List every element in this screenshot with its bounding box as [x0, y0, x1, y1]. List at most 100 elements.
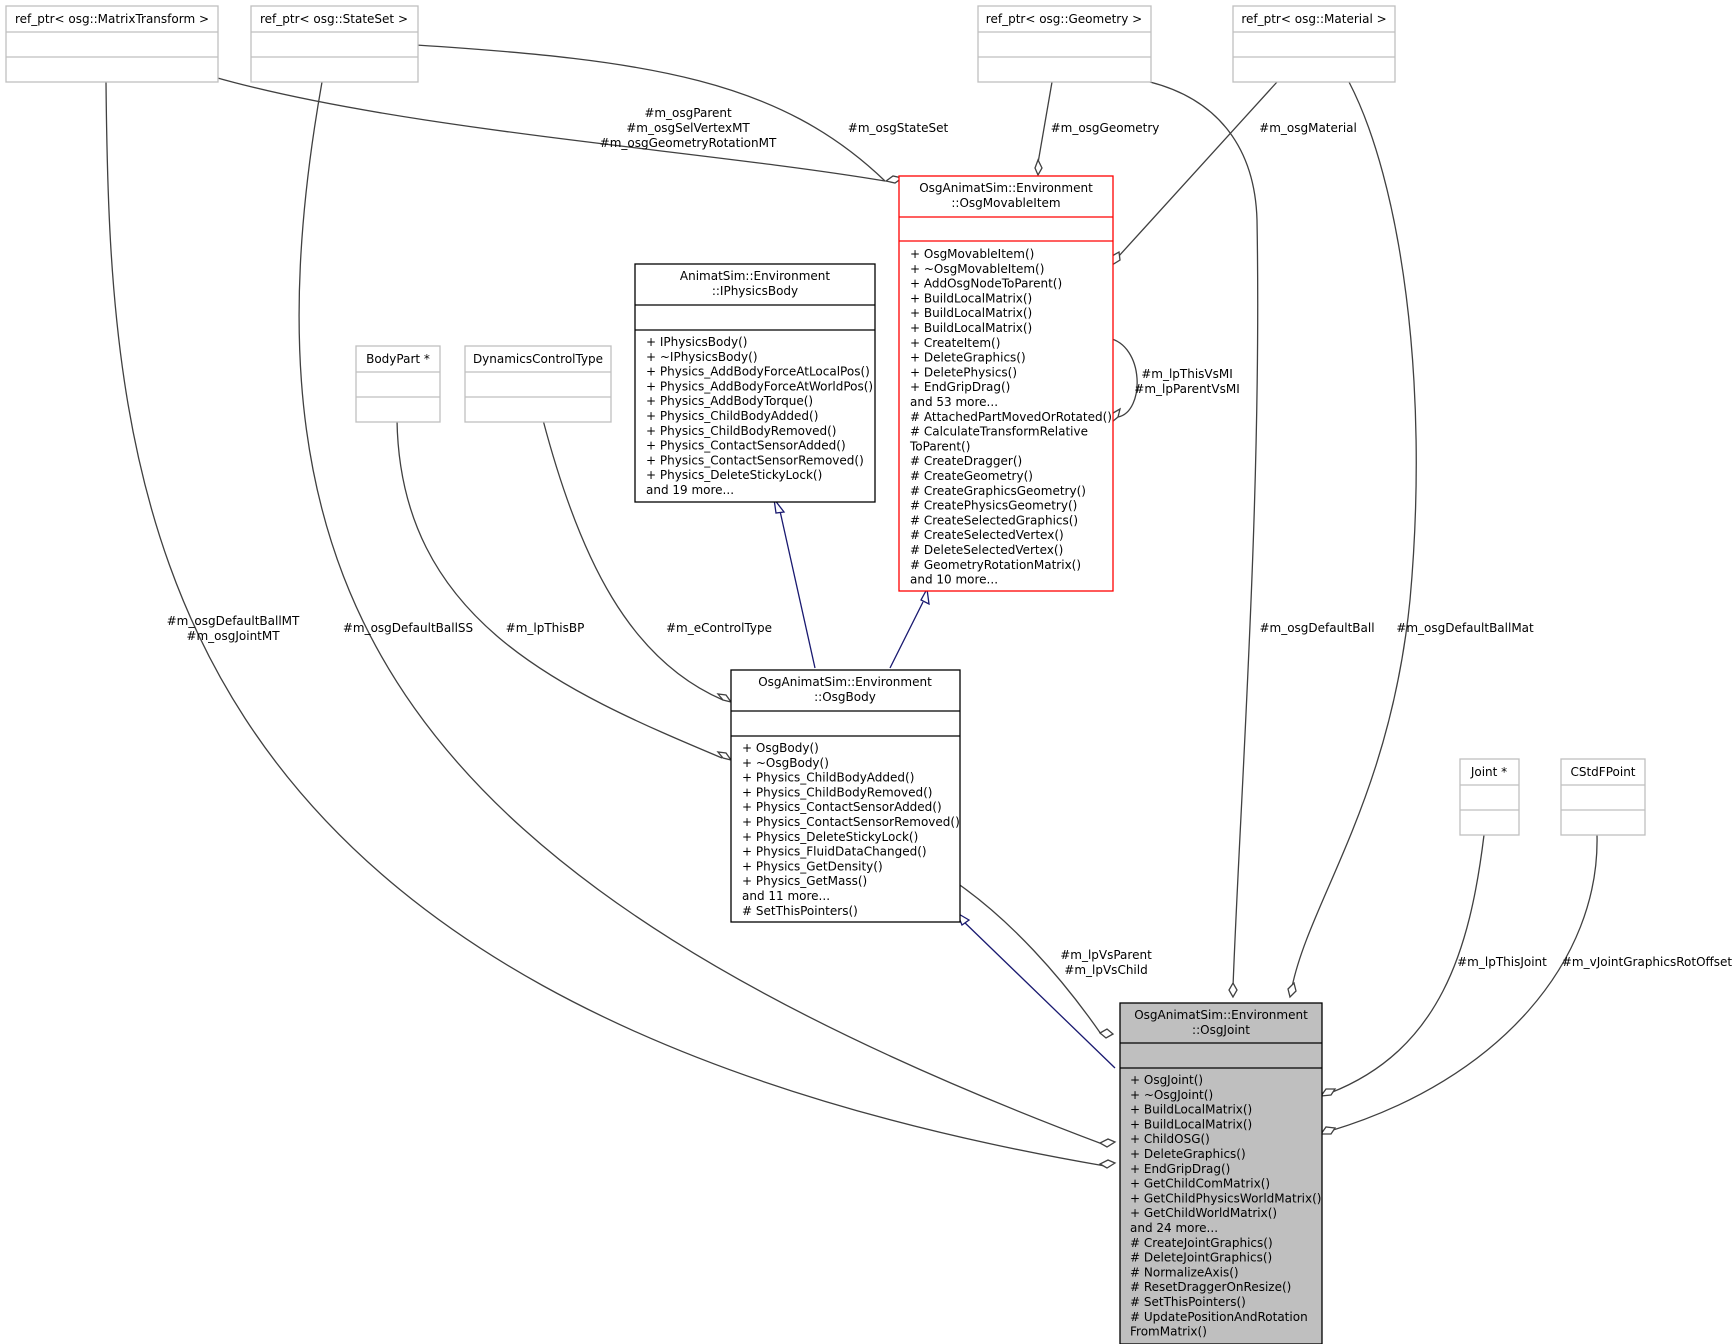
edge-label-thisbp: #m_lpThisBP: [506, 621, 585, 635]
member-osg-joint-16: # UpdatePositionAndRotation: [1130, 1310, 1308, 1324]
member-iphysics-body-7: + Physics_ContactSensorAdded(): [646, 439, 846, 453]
edge-markers: [716, 158, 1337, 1169]
class-box-osgmovableitem[interactable]: OsgAnimatSim::Environment ::OsgMovableIt…: [898, 175, 1114, 592]
member-osg-body-0: + OsgBody(): [742, 741, 819, 755]
member-osg-movable-item-22: and 10 more...: [910, 573, 998, 587]
edge-label-stateset: #m_osgStateSet: [848, 121, 949, 135]
edge-geometry-to-movableitem: [1037, 81, 1053, 164]
edge-label-rotoffset: #m_vJointGraphicsRotOffset: [1562, 955, 1733, 969]
edge-material-to-osgjoint: [1291, 81, 1417, 988]
class-title: ref_ptr< osg::StateSet >: [260, 12, 408, 26]
edge-matrixtransform-to-osgjoint: [105, 81, 1106, 1167]
class-box-matrixtransform[interactable]: ref_ptr< osg::MatrixTransform >: [5, 5, 219, 83]
member-osg-body-1: + ~OsgBody(): [742, 756, 829, 770]
member-osg-movable-item-1: + ~OsgMovableItem(): [910, 262, 1044, 276]
member-osg-body-9: + Physics_GetMass(): [742, 874, 867, 888]
edge-label-vs-2: #m_lpVsChild: [1064, 963, 1147, 977]
member-osg-joint-17: FromMatrix(): [1130, 1325, 1207, 1339]
member-osg-joint-13: # NormalizeAxis(): [1130, 1265, 1239, 1279]
class-title: Joint *: [1470, 765, 1507, 779]
member-osg-movable-item-18: # CreateSelectedGraphics(): [910, 513, 1078, 527]
member-osg-movable-item-7: + DeleteGraphics(): [910, 351, 1026, 365]
diamond-osgbody-controltype: [716, 693, 733, 704]
edge-label-defaultballmt-2: #m_osgJointMT: [186, 629, 280, 643]
diamond-osgjoint-cstdfpoint: [1319, 1126, 1337, 1135]
class-box-stateset[interactable]: ref_ptr< osg::StateSet >: [250, 5, 419, 83]
diamond-osgjoint-geometry: [1228, 981, 1238, 999]
member-osg-movable-item-11: # AttachedPartMovedOrRotated(): [910, 410, 1112, 424]
member-osg-movable-item-6: + CreateItem(): [910, 336, 1000, 350]
member-iphysics-body-3: + Physics_AddBodyForceAtWorldPos(): [646, 379, 873, 393]
member-osg-body-11: # SetThisPointers(): [742, 904, 858, 918]
member-osg-movable-item-19: # CreateSelectedVertex(): [910, 528, 1064, 542]
class-box-bodypart[interactable]: BodyPart *: [355, 345, 441, 423]
edge-geometry-to-osgjoint: [1149, 81, 1259, 988]
edge-controltype-to-osgbody: [542, 419, 724, 701]
member-list: + OsgJoint()+ ~OsgJoint()+ BuildLocalMat…: [1130, 1073, 1321, 1339]
class-title: ref_ptr< osg::Geometry >: [986, 12, 1142, 26]
class-title-line-1: OsgAnimatSim::Environment: [1134, 1008, 1308, 1022]
edge-label-parent-3: #m_osgGeometryRotationMT: [600, 136, 777, 150]
member-osg-movable-item-3: + BuildLocalMatrix(): [910, 291, 1032, 305]
member-osg-movable-item-10: and 53 more...: [910, 395, 998, 409]
edge-label-defaultballmat: #m_osgDefaultBallMat: [1396, 621, 1534, 635]
member-osg-joint-12: # DeleteJointGraphics(): [1130, 1251, 1272, 1265]
edge-osgbody-inherits-movableitem: [889, 601, 924, 669]
edge-label-parent-2: #m_osgSelVertexMT: [626, 121, 750, 135]
edges: [105, 44, 1598, 1167]
edge-jointptr-to-osgjoint: [1329, 834, 1485, 1094]
class-box-dynamicscontroltype[interactable]: DynamicsControlType: [464, 345, 612, 423]
member-osg-body-8: + Physics_GetDensity(): [742, 859, 883, 873]
member-osg-movable-item-4: + BuildLocalMatrix(): [910, 306, 1032, 320]
diamond-osgjoint-material: [1287, 981, 1297, 999]
class-box-jointptr[interactable]: Joint *: [1459, 758, 1520, 836]
class-box-osgbody[interactable]: OsgAnimatSim::Environment ::OsgBody + Os…: [730, 669, 961, 923]
edge-label-thisjoint: #m_lpThisJoint: [1457, 955, 1547, 969]
edge-label-group: #m_osgParent #m_osgSelVertexMT #m_osgGeo…: [167, 106, 1733, 977]
edge-osgbody-to-osgjoint: [956, 882, 1102, 1035]
member-iphysics-body-10: and 19 more...: [646, 483, 734, 497]
edge-matrixtransform-to-movableitem: [213, 76, 886, 182]
member-osg-joint-9: + GetChildWorldMatrix(): [1130, 1206, 1277, 1220]
member-osg-joint-0: + OsgJoint(): [1130, 1073, 1203, 1087]
member-osg-body-5: + Physics_ContactSensorRemoved(): [742, 815, 960, 829]
member-osg-body-10: and 11 more...: [742, 889, 830, 903]
class-box-geometry[interactable]: ref_ptr< osg::Geometry >: [977, 5, 1152, 83]
class-title-line-1: AnimatSim::Environment: [680, 269, 831, 283]
edge-label-self-2: #m_lpParentVsMI: [1134, 382, 1239, 396]
class-title: ref_ptr< osg::Material >: [1241, 12, 1386, 26]
member-iphysics-body-1: + ~IPhysicsBody(): [646, 350, 758, 364]
member-osg-movable-item-13: ToParent(): [909, 439, 970, 453]
edge-label-geometry: #m_osgGeometry: [1051, 121, 1160, 135]
edge-osgjoint-inherits-osgbody: [960, 918, 1116, 1069]
diamond-osgjoint-matrixtransform: [1098, 1159, 1117, 1169]
class-title: BodyPart *: [366, 352, 430, 366]
member-osg-joint-1: + ~OsgJoint(): [1130, 1088, 1213, 1102]
member-osg-movable-item-2: + AddOsgNodeToParent(): [910, 277, 1062, 291]
edge-label-parent-1: #m_osgParent: [644, 106, 732, 120]
member-osg-movable-item-0: + OsgMovableItem(): [910, 247, 1034, 261]
diamond-osgjoint-jointptr: [1319, 1088, 1337, 1097]
member-osg-joint-10: and 24 more...: [1130, 1221, 1218, 1235]
class-box-iphysicsbody[interactable]: AnimatSim::Environment ::IPhysicsBody + …: [634, 263, 876, 503]
class-box-material[interactable]: ref_ptr< osg::Material >: [1232, 5, 1396, 83]
class-box-cstdfpoint[interactable]: CStdFPoint: [1560, 758, 1646, 836]
edge-label-defaultballss: #m_osgDefaultBallSS: [343, 621, 473, 635]
edge-label-defaultballmt-1: #m_osgDefaultBallMT: [167, 614, 300, 628]
member-osg-movable-item-17: # CreatePhysicsGeometry(): [910, 499, 1077, 513]
edge-label-controltype: #m_eControlType: [666, 621, 772, 635]
member-iphysics-body-2: + Physics_AddBodyForceAtLocalPos(): [646, 365, 870, 379]
class-box-osgjoint[interactable]: OsgAnimatSim::Environment ::OsgJoint + O…: [1119, 1002, 1323, 1344]
member-list: + OsgBody()+ ~OsgBody()+ Physics_ChildBo…: [742, 741, 960, 918]
member-iphysics-body-0: + IPhysicsBody(): [646, 335, 747, 349]
diamond-osgbody-bodypart: [716, 751, 733, 762]
member-iphysics-body-6: + Physics_ChildBodyRemoved(): [646, 424, 837, 438]
class-title-line-2: ::IPhysicsBody: [712, 284, 798, 298]
member-osg-joint-4: + ChildOSG(): [1130, 1132, 1210, 1146]
class-title: DynamicsControlType: [473, 352, 603, 366]
member-osg-body-2: + Physics_ChildBodyAdded(): [742, 771, 914, 785]
member-osg-joint-8: + GetChildPhysicsWorldMatrix(): [1130, 1191, 1321, 1205]
edge-label-defaultball: #m_osgDefaultBall: [1259, 621, 1374, 635]
member-osg-movable-item-5: + BuildLocalMatrix(): [910, 321, 1032, 335]
class-title-line-1: OsgAnimatSim::Environment: [919, 181, 1093, 195]
